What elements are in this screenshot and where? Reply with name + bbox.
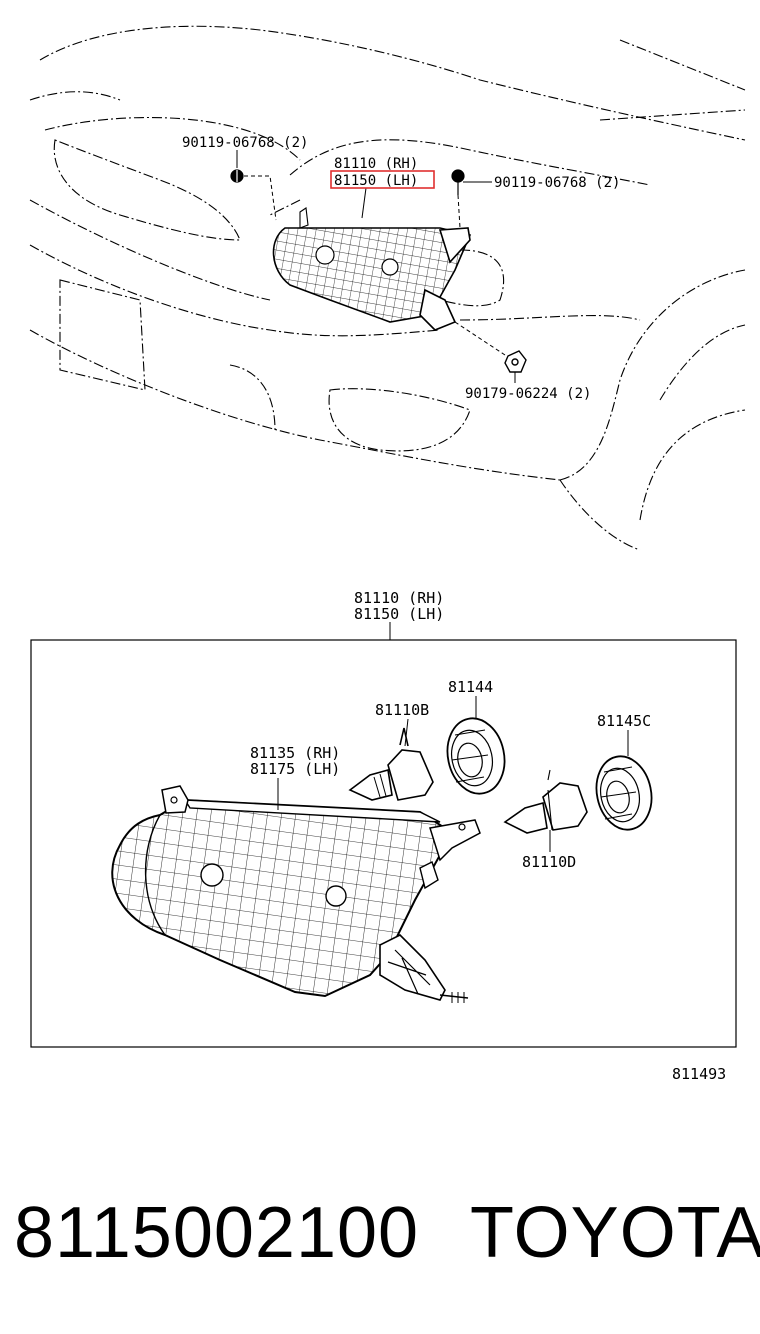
- label-lens-lh: 81175 (LH): [250, 760, 340, 778]
- brand-name: TOYOTA: [470, 1193, 760, 1273]
- label-screw-left: 90119-06768 (2): [182, 135, 308, 151]
- figure-code: 811493: [672, 1065, 726, 1083]
- socket-cover-icon: [446, 717, 506, 795]
- label-screw-right: 90119-06768 (2): [494, 175, 620, 191]
- bulb-d-icon: [503, 769, 588, 834]
- part-number: 8115002100: [14, 1193, 420, 1273]
- exploded-parts-diagram: 90119-06768 (2) 81110 (RH) 81150 (LH) 90…: [29, 25, 746, 1083]
- label-socket-cover-c: 81145C: [597, 712, 651, 730]
- footer: 8115002100 TOYOTA: [0, 1188, 760, 1278]
- car-front-outline: [29, 25, 746, 551]
- screw-left-icon: [230, 169, 244, 183]
- bulb-b-icon: [348, 727, 434, 801]
- nut-icon: [504, 350, 527, 373]
- label-lamp-lh-detail: 81150 (LH): [354, 605, 444, 623]
- socket-cover-c-icon: [595, 755, 653, 831]
- label-lens-rh: 81135 (RH): [250, 744, 340, 762]
- label-lamp-lh-top: 81150 (LH): [334, 173, 418, 189]
- headlamp-detail: [111, 785, 481, 1003]
- detail-frame: [30, 639, 737, 1048]
- highlight-box: [330, 170, 435, 189]
- label-socket-cover: 81144: [448, 678, 493, 696]
- label-lamp-rh-top: 81110 (RH): [334, 156, 418, 172]
- leader-lines-overview: [236, 150, 516, 383]
- headlamp-overview: [272, 207, 472, 331]
- label-nut: 90179-06224 (2): [465, 386, 591, 402]
- leader-lines-detail: [277, 696, 629, 852]
- label-bulb-b: 81110B: [375, 701, 429, 719]
- label-lamp-rh-detail: 81110 (RH): [354, 589, 444, 607]
- label-bulb-d: 81110D: [522, 853, 576, 871]
- screw-right-icon: [451, 169, 465, 195]
